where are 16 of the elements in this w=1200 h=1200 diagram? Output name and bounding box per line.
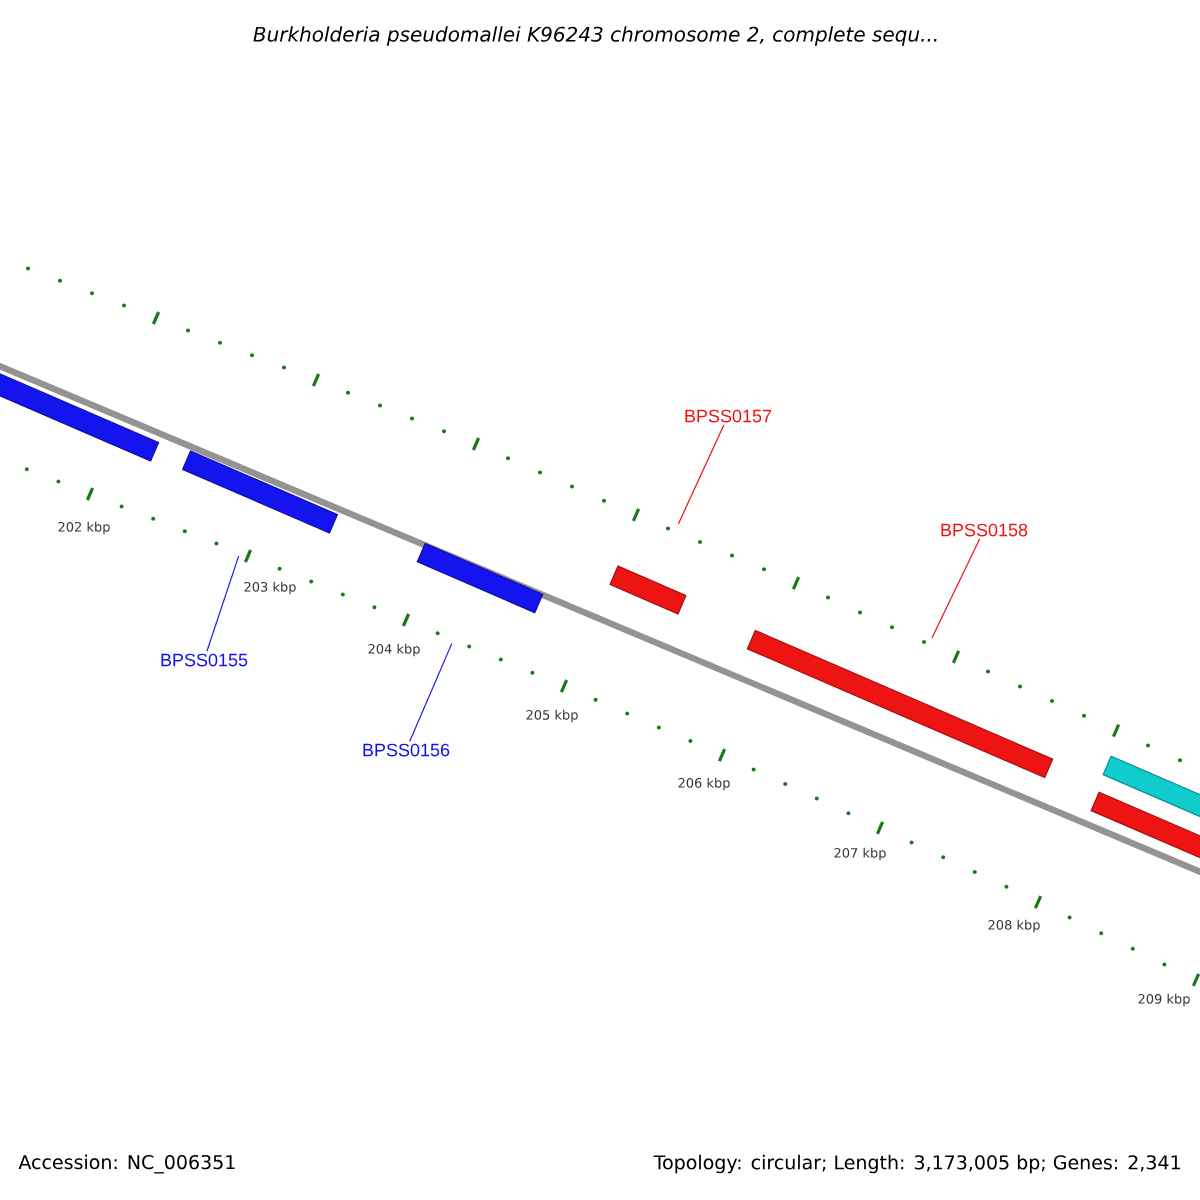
- gene-label: BPSS0155: [161, 653, 248, 667]
- leader-line: [677, 424, 725, 525]
- gene-bar: [746, 629, 1054, 779]
- gene-bar: [0, 370, 160, 462]
- leader-line: [931, 538, 981, 639]
- gene-bar: [1090, 791, 1200, 861]
- gene-bar: [609, 565, 687, 615]
- footer-text: Topology: circular; Length: 3,173,005 bp; Genes: 2,341: [653, 1154, 1180, 1174]
- gene-label: BPSS0157: [685, 409, 772, 423]
- leader-line: [409, 642, 453, 742]
- gene-label: BPSS0158: [941, 523, 1028, 537]
- gene-label: BPSS0156: [363, 743, 450, 757]
- footer-text: Accession: NC_006351: [18, 1154, 235, 1174]
- leader-line: [206, 555, 240, 652]
- title: Burkholderia pseudomallei K96243 chromosome 2, complete sequ...: [253, 26, 937, 46]
- gene-bar: [416, 542, 544, 614]
